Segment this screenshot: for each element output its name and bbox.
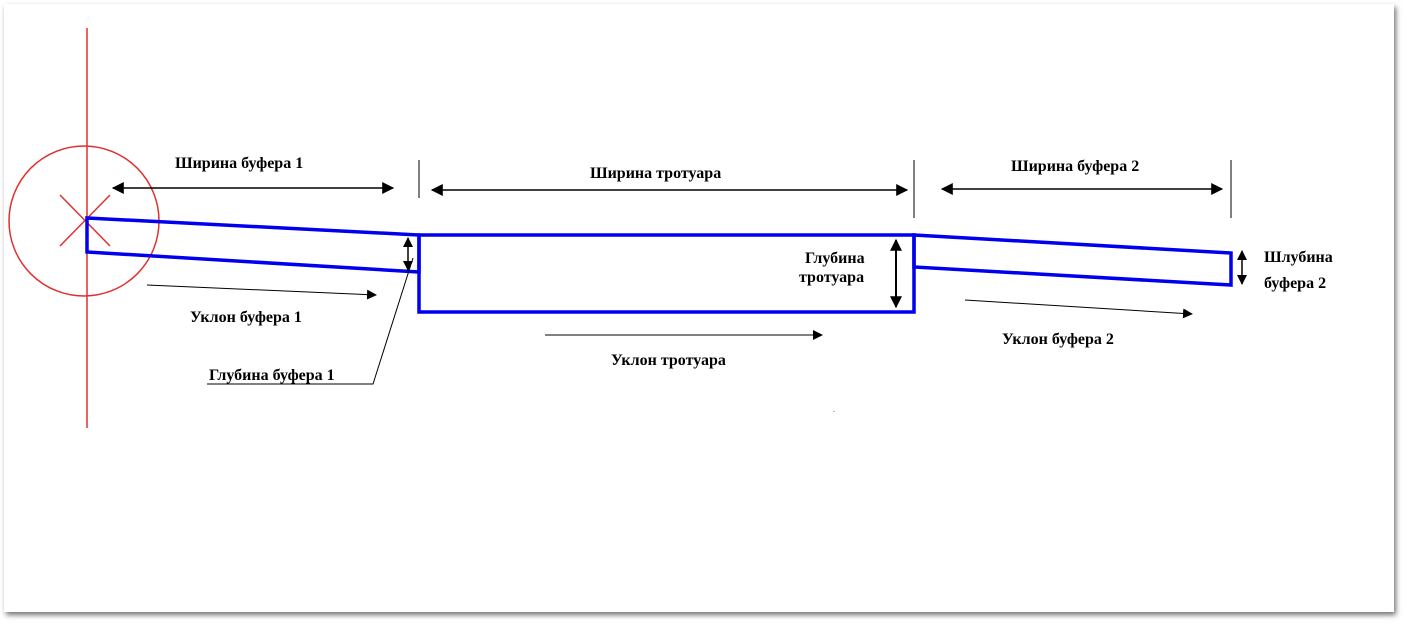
speck — [833, 411, 835, 412]
buffer1-width-label: Ширина буфера 1 — [175, 155, 303, 172]
sidewalk-depth-label-line1: Глубина — [805, 250, 865, 267]
buffer2-section — [912, 233, 1233, 287]
buffer2-depth-label-line1: Шлубина — [1264, 249, 1333, 266]
sidewalk-depth-label-line2: тротуара — [799, 269, 864, 286]
buffer1-section — [85, 216, 421, 274]
drawing-frame — [4, 4, 1394, 612]
reference-axis — [8, 28, 160, 428]
buffer1-depth-label: Глубина буфера 1 — [209, 367, 335, 384]
buffer1-slope-label: Уклон буфера 1 — [190, 309, 302, 326]
buffer2-slope-label: Уклон буфера 2 — [1002, 331, 1114, 348]
buffer1-slope-arrow — [146, 284, 377, 300]
buffer2-depth-label-line2: буфера 2 — [1264, 275, 1326, 292]
buffer1-depth-leader — [207, 257, 414, 385]
sidewalk-width-label: Ширина тротуара — [590, 165, 721, 182]
buffer2-slope-arrow — [964, 299, 1193, 319]
sidewalk-slope-label: Уклон тротуара — [611, 352, 726, 369]
buffer2-width-label: Ширина буфера 2 — [1011, 158, 1139, 175]
extension-lines — [418, 160, 1232, 218]
sidewalk-section — [417, 233, 916, 314]
